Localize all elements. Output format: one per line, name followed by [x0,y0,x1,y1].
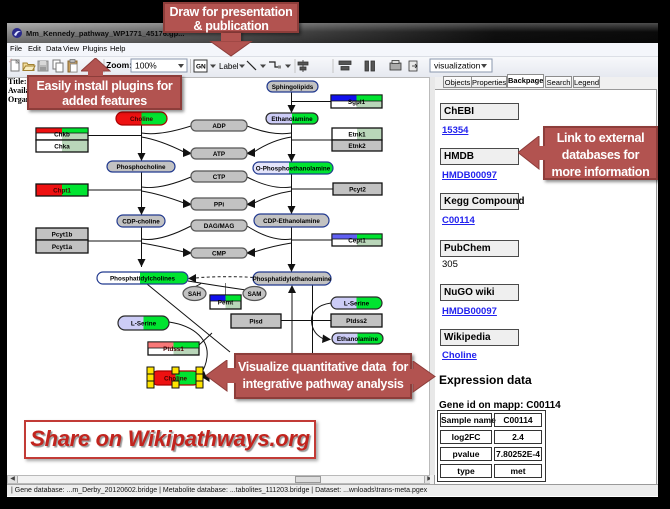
svg-text:GN: GN [196,64,206,71]
svg-text:visualization: visualization [434,61,481,71]
svg-text:100%: 100% [135,61,157,71]
svg-text:Zoom:: Zoom: [106,60,132,70]
svg-text:Label: Label [219,62,239,71]
